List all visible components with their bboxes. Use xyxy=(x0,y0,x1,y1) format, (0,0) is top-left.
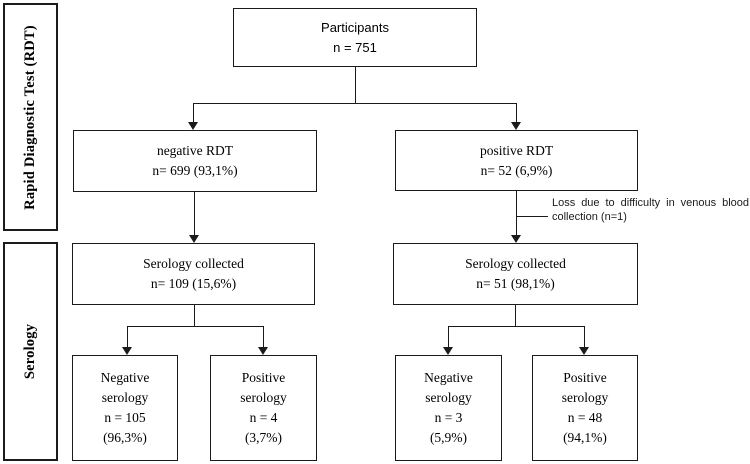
node-negative-serology-right: Negative serology n = 3 (5,9%) xyxy=(395,355,502,461)
node-negative-rdt: negative RDT n= 699 (93,1%) xyxy=(73,130,317,192)
leaf-line: Positive xyxy=(241,369,286,385)
node-serology-collected-pos-title: Serology collected xyxy=(465,256,566,272)
node-participants-count: n = 751 xyxy=(333,39,377,55)
connector-left-serology-stem xyxy=(194,305,196,327)
leaf-line: n = 105 xyxy=(104,410,146,425)
leaf-line: Negative xyxy=(100,369,150,385)
connector-right-serology-stem xyxy=(515,305,517,327)
node-positive-serology-left: Positive serology n = 4 (3,7%) xyxy=(210,355,317,461)
connector-negative-serology-left-drop xyxy=(127,326,129,347)
node-serology-collected-negative: Serology collected n= 109 (15,6%) xyxy=(72,243,315,305)
arrowhead-negative-rdt-icon xyxy=(188,122,198,130)
leaf-line: Positive xyxy=(563,369,607,385)
node-serology-collected-pos-count: n= 51 (98,1%) xyxy=(476,276,555,291)
leaf-line: n = 3 xyxy=(434,410,463,425)
node-positive-rdt-title: positive RDT xyxy=(479,142,554,158)
arrowhead-positive-rdt-icon xyxy=(511,122,521,130)
loss-note: Loss due to difficulty in venous blood c… xyxy=(552,197,749,224)
leaf-line: (94,1%) xyxy=(563,430,607,446)
node-serology-collected-neg-title: Serology collected xyxy=(143,256,244,272)
leaf-line: serology xyxy=(240,389,287,405)
node-negative-rdt-title: negative RDT xyxy=(156,143,234,159)
connector-negative-rdt-drop xyxy=(193,103,195,123)
leaf-line: (5,9%) xyxy=(429,430,468,446)
leaf-line: (3,7%) xyxy=(244,430,283,446)
leaf-line: serology xyxy=(101,389,149,405)
connector-loss-note-tick xyxy=(517,216,548,218)
leaf-line: serology xyxy=(425,389,472,405)
arrowhead-serology-collected-pos-icon xyxy=(511,235,521,243)
arrowhead-negative-serology-left-icon xyxy=(122,347,132,355)
node-participants: Participants n = 751 xyxy=(233,8,477,67)
connector-positive-rdt-to-serology xyxy=(516,191,518,236)
node-serology-collected-neg-count: n= 109 (15,6%) xyxy=(150,276,237,291)
connector-positive-serology-left-drop xyxy=(263,326,265,347)
connector-rdt-branch xyxy=(193,103,517,105)
node-positive-rdt-count: n= 52 (6,9%) xyxy=(480,162,553,178)
connector-participants-stem xyxy=(355,67,357,104)
leaf-line: (96,3%) xyxy=(103,430,147,446)
node-participants-title: Participants xyxy=(321,20,389,35)
connector-negative-rdt-to-serology xyxy=(194,192,196,236)
connector-positive-rdt-drop xyxy=(516,103,518,123)
node-positive-rdt: positive RDT n= 52 (6,9%) xyxy=(395,130,638,191)
connector-left-serology-branch xyxy=(127,326,264,328)
connector-negative-serology-right-drop xyxy=(448,326,450,347)
connector-right-serology-branch xyxy=(448,326,585,328)
node-negative-serology-left: Negative serology n = 105 (96,3%) xyxy=(72,355,178,461)
leaf-line: serology xyxy=(561,389,609,405)
arrowhead-serology-collected-neg-icon xyxy=(189,235,199,243)
sidebar-label-rdt: Rapid Diagnostic Test (RDT) xyxy=(22,24,39,210)
node-negative-rdt-count: n= 699 (93,1%) xyxy=(152,163,238,178)
leaf-line: n = 48 xyxy=(567,410,603,425)
sidebar-label-serology: Serology xyxy=(22,323,38,380)
node-positive-serology-right: Positive serology n = 48 (94,1%) xyxy=(532,355,638,461)
arrowhead-positive-serology-right-icon xyxy=(579,347,589,355)
leaf-line: Negative xyxy=(424,369,473,385)
arrowhead-negative-serology-right-icon xyxy=(443,347,453,355)
node-serology-collected-positive: Serology collected n= 51 (98,1%) xyxy=(393,243,638,305)
sidebar-section-rdt: Rapid Diagnostic Test (RDT) xyxy=(3,3,58,231)
arrowhead-positive-serology-left-icon xyxy=(258,347,268,355)
connector-positive-serology-right-drop xyxy=(584,326,586,347)
leaf-line: n = 4 xyxy=(249,410,278,425)
sidebar-section-serology: Serology xyxy=(3,242,58,461)
